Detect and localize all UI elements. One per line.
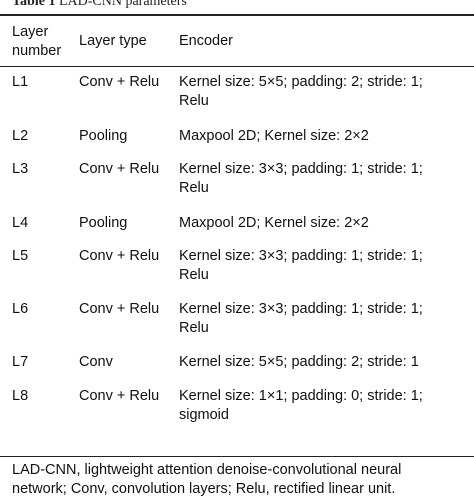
row-encoder: Kernel size: 3×3; padding: 1; stride: 1;… (179, 160, 423, 198)
row-encoder-line: Kernel size: 5×5; padding: 2; stride: 1 (179, 354, 419, 370)
row-encoder-line: Relu (179, 180, 209, 196)
row-layer-type: Conv + Relu (79, 161, 160, 177)
row-layer-type: Conv + Relu (79, 74, 160, 90)
row-layer-number: L8 (12, 388, 29, 404)
row-layer-number: L1 (12, 74, 29, 90)
header-layer-number: Layer number (12, 24, 62, 59)
row-encoder: Kernel size: 3×3; padding: 1; stride: 1;… (179, 300, 423, 338)
row-layer-type: Conv + Relu (79, 388, 160, 404)
row-encoder-line: Kernel size: 5×5; padding: 2; stride: 1; (179, 74, 423, 90)
row-encoder: Kernel size: 3×3; padding: 1; stride: 1;… (179, 247, 423, 285)
row-encoder: Kernel size: 1×1; padding: 0; stride: 1;… (179, 387, 423, 425)
row-encoder: Maxpool 2D; Kernel size: 2×2 (179, 127, 369, 146)
top-rule (0, 14, 474, 16)
row-layer-number: L4 (12, 215, 29, 231)
row-layer-type: Conv + Relu (79, 248, 160, 264)
row-encoder-line: Kernel size: 3×3; padding: 1; stride: 1; (179, 301, 423, 317)
header-rule (0, 66, 474, 67)
row-encoder-line: Maxpool 2D; Kernel size: 2×2 (179, 215, 369, 231)
row-layer-type: Pooling (79, 128, 128, 144)
row-encoder-line: Maxpool 2D; Kernel size: 2×2 (179, 128, 369, 144)
row-encoder-line: Kernel size: 3×3; padding: 1; stride: 1; (179, 161, 423, 177)
row-layer-number: L5 (12, 248, 29, 264)
row-layer-type: Pooling (79, 215, 128, 231)
caption-title: LAD-CNN parameters (58, 0, 187, 9)
row-encoder-line: sigmoid (179, 407, 229, 423)
row-encoder-line: Relu (179, 93, 209, 109)
caption-label: Table 1 (12, 0, 56, 9)
row-layer-number: L3 (12, 161, 29, 177)
row-encoder-line: Kernel size: 1×1; padding: 0; stride: 1; (179, 388, 423, 404)
row-encoder-line: Relu (179, 320, 209, 336)
row-layer-type: Conv + Relu (79, 301, 160, 317)
row-encoder: Maxpool 2D; Kernel size: 2×2 (179, 214, 369, 233)
row-layer-type: Conv (79, 354, 113, 370)
row-layer-number: L6 (12, 301, 29, 317)
row-encoder: Kernel size: 5×5; padding: 2; stride: 1 (179, 353, 419, 372)
header-encoder: Encoder (179, 33, 234, 49)
row-encoder: Kernel size: 5×5; padding: 2; stride: 1;… (179, 73, 423, 111)
header-layer-type: Layer type (79, 33, 147, 49)
footnote: LAD-CNN, lightweight attention denoise-c… (12, 462, 402, 497)
row-encoder-line: Relu (179, 267, 209, 283)
bottom-rule (0, 456, 474, 457)
row-layer-number: L2 (12, 128, 29, 144)
table-caption: Table 1 LAD-CNN parameters (12, 0, 187, 10)
row-encoder-line: Kernel size: 3×3; padding: 1; stride: 1; (179, 248, 423, 264)
row-layer-number: L7 (12, 354, 29, 370)
